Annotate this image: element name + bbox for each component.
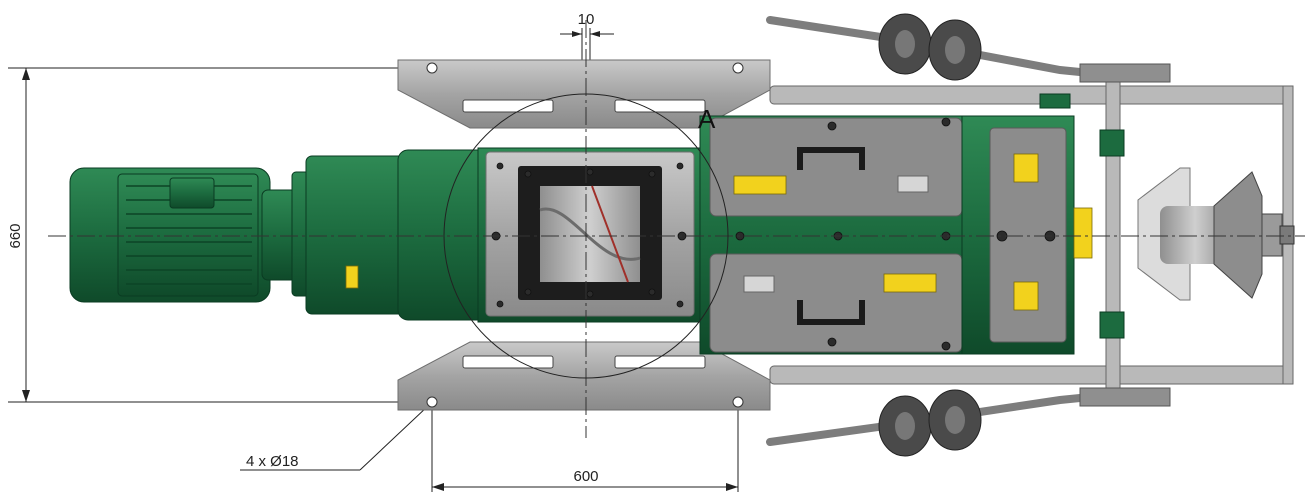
- inlet-flange: [477, 147, 711, 323]
- section-a-callout: A: [698, 104, 716, 134]
- rear-frame: [766, 13, 1294, 457]
- handle-knobs-top: [878, 13, 982, 81]
- discharge-cone: [1137, 167, 1295, 301]
- height-dimension-label: 660: [7, 223, 24, 248]
- hole-callout-label: 4 x Ø18: [246, 453, 299, 470]
- gearbox: [305, 149, 495, 321]
- outlet-housing: [961, 115, 1093, 355]
- screw-housing: [699, 115, 1001, 355]
- dimension-lines: [8, 28, 739, 492]
- center-lines: [48, 20, 1305, 438]
- handle-knobs-bottom: [878, 389, 982, 457]
- top-offset-label: 10: [578, 11, 595, 28]
- bolt-spacing-label: 600: [573, 468, 598, 485]
- electric-motor: [69, 167, 313, 303]
